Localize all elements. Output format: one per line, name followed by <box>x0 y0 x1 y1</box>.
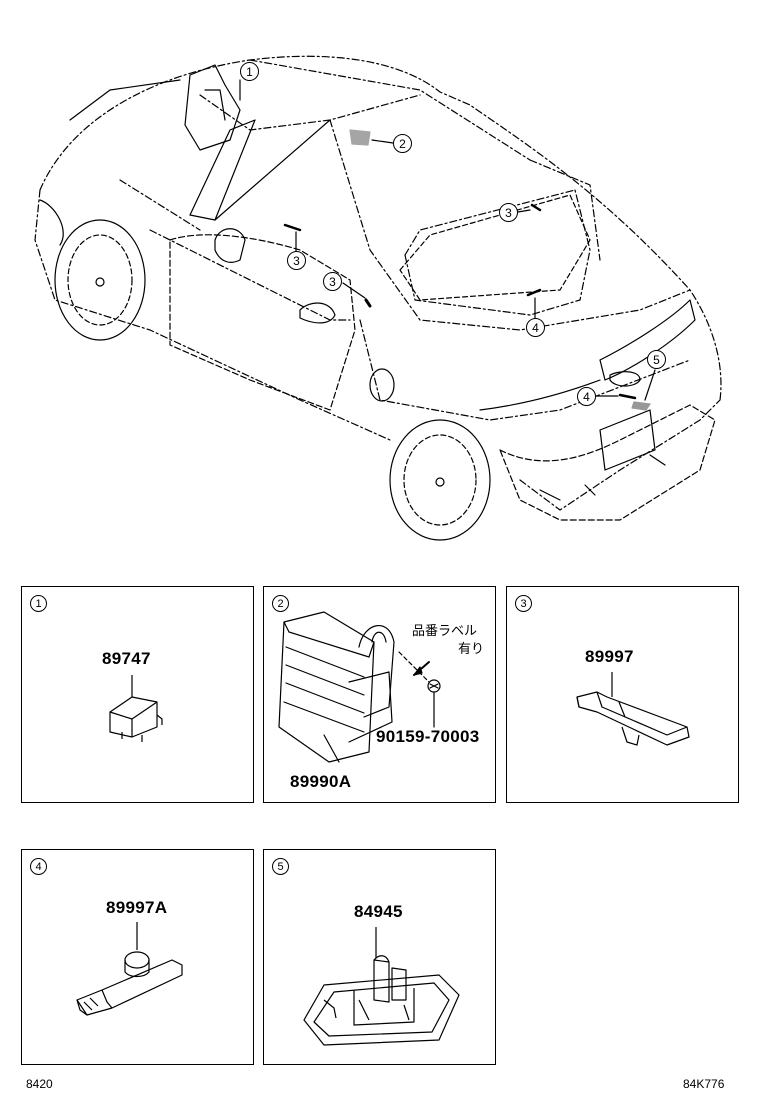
ecu-89990A-drawing <box>278 611 441 763</box>
part-panel-2: 2 品番ラベル 有り 90159-70003 89990A <box>263 586 496 803</box>
part-number-84945: 84945 <box>354 902 403 921</box>
part-number-90159-70003: 90159-70003 <box>376 727 480 746</box>
callout-3-rear-window: 3 <box>499 203 518 222</box>
sensor-89997A-drawing <box>76 922 183 1016</box>
callout-3-door: 3 <box>287 251 306 270</box>
part-panel-4: 4 89997A <box>21 849 254 1065</box>
part-panel-1: 1 89747 <box>21 586 254 803</box>
label-note-line1: 品番ラベル <box>412 624 478 639</box>
callout-2: 2 <box>393 134 412 153</box>
part-number-89990A: 89990A <box>290 772 352 791</box>
panel-index-2: 2 <box>272 595 289 612</box>
part-number-89747: 89747 <box>102 649 151 668</box>
part-panel-5: 5 84945 <box>263 849 496 1065</box>
sensor-89997-drawing <box>576 672 690 746</box>
callout-1: 1 <box>240 62 259 81</box>
panel-index-3: 3 <box>515 595 532 612</box>
label-note-line2: 有り <box>458 642 485 657</box>
panel-index-1: 1 <box>30 595 47 612</box>
panel-index-4: 4 <box>30 858 47 875</box>
panel-index-5: 5 <box>272 858 289 875</box>
part-number-89997A: 89997A <box>106 898 168 917</box>
car-illustration <box>34 55 722 541</box>
footer-right-code: 84K776 <box>683 1077 725 1091</box>
part-panel-3: 3 89997 <box>506 586 739 803</box>
callout-3-pillar: 3 <box>323 272 342 291</box>
callout-5: 5 <box>647 350 666 369</box>
switch-84945-drawing <box>303 927 460 1046</box>
callout-4-rear-window: 4 <box>526 318 545 337</box>
part-number-89997: 89997 <box>585 647 634 666</box>
footer-left-code: 8420 <box>26 1077 53 1091</box>
callout-4-bumper: 4 <box>577 387 596 406</box>
module-89747-drawing <box>109 675 163 742</box>
